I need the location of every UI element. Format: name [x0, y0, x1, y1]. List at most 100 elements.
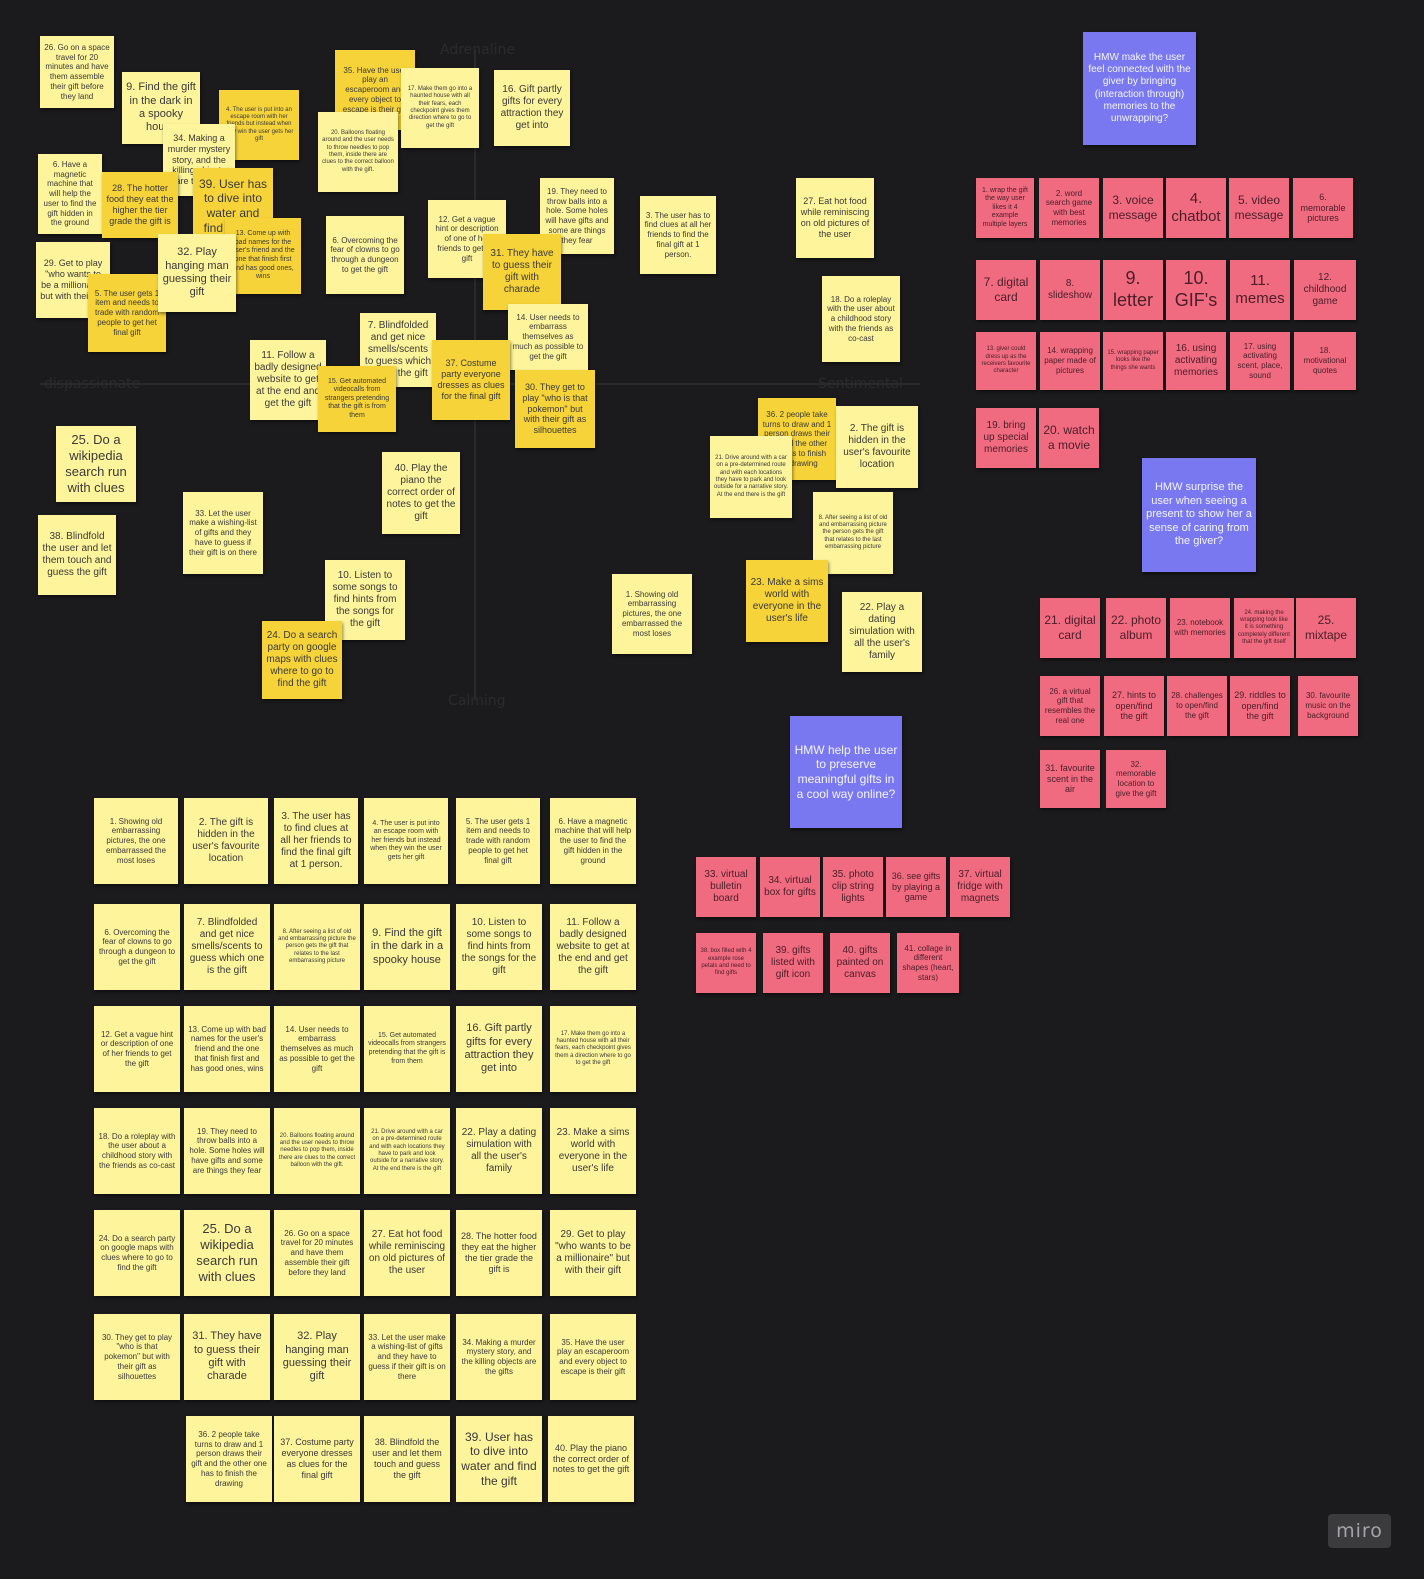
- sticky-note[interactable]: 24. Do a search party on google maps wit…: [94, 1210, 180, 1296]
- sticky-note[interactable]: 37. Costume party everyone dresses as cl…: [432, 340, 510, 420]
- sticky-note[interactable]: 6. Overcoming the fear of clowns to go t…: [94, 904, 180, 990]
- sticky-note[interactable]: 30. favourite music on the background: [1298, 676, 1358, 736]
- sticky-note[interactable]: 10. GIF's: [1166, 260, 1226, 320]
- sticky-note[interactable]: 22. Play a dating simulation with all th…: [842, 592, 922, 672]
- sticky-note[interactable]: 26. Go on a space travel for 20 minutes …: [274, 1210, 360, 1296]
- sticky-note[interactable]: 31. They have to guess their gift with c…: [483, 234, 561, 310]
- sticky-note[interactable]: 34. Making a murder mystery story, and t…: [456, 1314, 542, 1400]
- sticky-note[interactable]: 3. The user has to find clues at all her…: [274, 798, 358, 884]
- sticky-note[interactable]: 38. Blindfold the user and let them touc…: [364, 1416, 450, 1502]
- sticky-note[interactable]: 25. Do a wikipedia search run with clues: [184, 1210, 270, 1296]
- sticky-note[interactable]: 17. Make them go into a haunted house wi…: [401, 68, 479, 148]
- sticky-note[interactable]: 37. virtual fridge with magnets: [950, 857, 1010, 917]
- sticky-note[interactable]: 14. User needs to embarrass themselves a…: [508, 304, 588, 370]
- sticky-note[interactable]: 2. The gift is hidden in the user's favo…: [836, 406, 918, 488]
- hmw-question-note[interactable]: HMW make the user feel connected with th…: [1083, 32, 1196, 145]
- sticky-note[interactable]: 27. Eat hot food while reminiscing on ol…: [796, 178, 874, 258]
- sticky-note[interactable]: 23. Make a sims world with everyone in t…: [746, 560, 828, 642]
- sticky-note[interactable]: 19. bring up special memories: [976, 408, 1036, 468]
- sticky-note[interactable]: 28. challenges to open/find the gift: [1167, 676, 1227, 736]
- sticky-note[interactable]: 23. notebook with memories: [1170, 598, 1230, 658]
- sticky-note[interactable]: 28. The hotter food they eat the higher …: [456, 1210, 542, 1296]
- sticky-note[interactable]: 11. Follow a badly designed website to g…: [250, 340, 326, 420]
- sticky-note[interactable]: 13. Come up with bad names for the user'…: [184, 1006, 270, 1092]
- sticky-note[interactable]: 16. Gift partly gifts for every attracti…: [494, 70, 570, 146]
- sticky-note[interactable]: 31. They have to guess their gift with c…: [184, 1314, 270, 1400]
- sticky-note[interactable]: 10. Listen to some songs to find hints f…: [456, 904, 542, 990]
- sticky-note[interactable]: 24. Do a search party on google maps wit…: [262, 621, 342, 699]
- sticky-note[interactable]: 8. After seeing a list of old and embarr…: [274, 904, 360, 990]
- sticky-note[interactable]: 5. video message: [1229, 178, 1289, 238]
- sticky-note[interactable]: 18. Do a roleplay with the user about a …: [822, 276, 900, 362]
- sticky-note[interactable]: 27. hints to open/find the gift: [1104, 676, 1164, 736]
- sticky-note[interactable]: 28. The hotter food they eat the higher …: [102, 172, 178, 238]
- sticky-note[interactable]: 29. Get to play "who wants to be a milli…: [550, 1210, 636, 1296]
- sticky-note[interactable]: 25. mixtape: [1296, 598, 1356, 658]
- sticky-note[interactable]: 8. slideshow: [1040, 260, 1100, 320]
- sticky-note[interactable]: 6. Have a magnetic machine that will hel…: [550, 798, 636, 884]
- sticky-note[interactable]: 16. using activating memories: [1166, 332, 1226, 390]
- sticky-note[interactable]: 30. They get to play "who is that pokemo…: [515, 370, 595, 448]
- sticky-note[interactable]: 38. box filled with 4 example rose petal…: [696, 933, 756, 993]
- sticky-note[interactable]: 11. memes: [1230, 260, 1290, 320]
- sticky-note[interactable]: 23. Make a sims world with everyone in t…: [550, 1108, 636, 1194]
- sticky-note[interactable]: 15. wrapping paper looks like the things…: [1103, 332, 1163, 390]
- sticky-note[interactable]: 22. Play a dating simulation with all th…: [456, 1108, 542, 1194]
- sticky-note[interactable]: 22. photo album: [1106, 598, 1166, 658]
- sticky-note[interactable]: 32. memorable location to give the gift: [1106, 750, 1166, 808]
- sticky-note[interactable]: 13. giver could dress up as the receiver…: [976, 332, 1036, 390]
- sticky-note[interactable]: 1. Showing old embarrassing pictures, th…: [94, 798, 178, 884]
- sticky-note[interactable]: 41. collage in different shapes (heart, …: [897, 933, 959, 993]
- sticky-note[interactable]: 9. letter: [1103, 260, 1163, 320]
- sticky-note[interactable]: 12. Get a vague hint or description of o…: [94, 1006, 180, 1092]
- sticky-note[interactable]: 39. User has to dive into water and find…: [456, 1416, 542, 1502]
- sticky-note[interactable]: 20. watch a movie: [1039, 408, 1099, 468]
- sticky-note[interactable]: 14. User needs to embarrass themselves a…: [274, 1006, 360, 1092]
- sticky-note[interactable]: 2. word search game with best memories: [1039, 178, 1099, 238]
- sticky-note[interactable]: 7. Blindfolded and get nice smells/scent…: [184, 904, 270, 990]
- sticky-note[interactable]: 9. Find the gift in the dark in a spooky…: [364, 904, 450, 990]
- sticky-note[interactable]: 36. see gifts by playing a game: [886, 857, 946, 917]
- sticky-note[interactable]: 15. Get automated videocalls from strang…: [318, 366, 396, 432]
- sticky-note[interactable]: 19. They need to throw balls into a hole…: [184, 1108, 270, 1194]
- sticky-note[interactable]: 20. Balloons floating around and the use…: [274, 1108, 360, 1194]
- sticky-note[interactable]: 33. Let the user make a wishing-list of …: [183, 492, 263, 574]
- sticky-note[interactable]: 39. gifts listed with gift icon: [763, 933, 823, 993]
- sticky-note[interactable]: 18. Do a roleplay with the user about a …: [94, 1108, 180, 1194]
- sticky-note[interactable]: 20. Balloons floating around and the use…: [318, 112, 398, 192]
- sticky-note[interactable]: 14. wrapping paper made of pictures: [1040, 332, 1100, 390]
- sticky-note[interactable]: 21. digital card: [1040, 598, 1100, 658]
- sticky-note[interactable]: 32. Play hanging man guessing their gift: [274, 1314, 360, 1400]
- sticky-note[interactable]: 4. The user is put into an escape room w…: [364, 798, 448, 884]
- sticky-note[interactable]: 17. using activating scent, place, sound: [1230, 332, 1290, 390]
- sticky-note[interactable]: 2. The gift is hidden in the user's favo…: [184, 798, 268, 884]
- sticky-note[interactable]: 6. Have a magnetic machine that will hel…: [38, 154, 102, 234]
- sticky-note[interactable]: 36. 2 people take turns to draw and 1 pe…: [186, 1416, 272, 1502]
- sticky-note[interactable]: 25. Do a wikipedia search run with clues: [56, 426, 136, 502]
- sticky-note[interactable]: 35. Have the user play an escaperoom and…: [550, 1314, 636, 1400]
- sticky-note[interactable]: 29. riddles to open/find the gift: [1230, 676, 1290, 736]
- sticky-note[interactable]: 38. Blindfold the user and let them touc…: [38, 515, 116, 595]
- sticky-note[interactable]: 33. virtual bulletin board: [696, 857, 756, 917]
- sticky-note[interactable]: 6. memorable pictures: [1293, 178, 1353, 238]
- sticky-note[interactable]: 34. virtual box for gifts: [760, 857, 820, 917]
- sticky-note[interactable]: 26. a virtual gift that resembles the re…: [1040, 676, 1100, 736]
- sticky-note[interactable]: 24. making the wrapping look like it is …: [1234, 598, 1294, 658]
- sticky-note[interactable]: 12. childhood game: [1294, 260, 1356, 320]
- sticky-note[interactable]: 11. Follow a badly designed website to g…: [550, 904, 636, 990]
- sticky-note[interactable]: 21. Drive around with a car on a pre-det…: [364, 1108, 450, 1194]
- sticky-note[interactable]: 3. voice message: [1103, 178, 1163, 238]
- sticky-note[interactable]: 32. Play hanging man guessing their gift: [158, 234, 236, 312]
- sticky-note[interactable]: 15. Get automated videocalls from strang…: [364, 1006, 450, 1092]
- sticky-note[interactable]: 33. Let the user make a wishing-list of …: [364, 1314, 450, 1400]
- sticky-note[interactable]: 7. digital card: [976, 260, 1036, 320]
- sticky-note[interactable]: 18. motivational quotes: [1294, 332, 1356, 390]
- sticky-note[interactable]: 5. The user gets 1 item and needs to tra…: [456, 798, 540, 884]
- sticky-note[interactable]: 1. wrap the gift the way user likes it 4…: [976, 178, 1034, 238]
- sticky-note[interactable]: 1. Showing old embarrassing pictures, th…: [612, 574, 692, 654]
- sticky-note[interactable]: 13. Come up with bad names for the user'…: [225, 218, 301, 294]
- sticky-note[interactable]: 26. Go on a space travel for 20 minutes …: [40, 36, 114, 108]
- sticky-note[interactable]: 27. Eat hot food while reminiscing on ol…: [364, 1210, 450, 1296]
- sticky-note[interactable]: 16. Gift partly gifts for every attracti…: [456, 1006, 542, 1092]
